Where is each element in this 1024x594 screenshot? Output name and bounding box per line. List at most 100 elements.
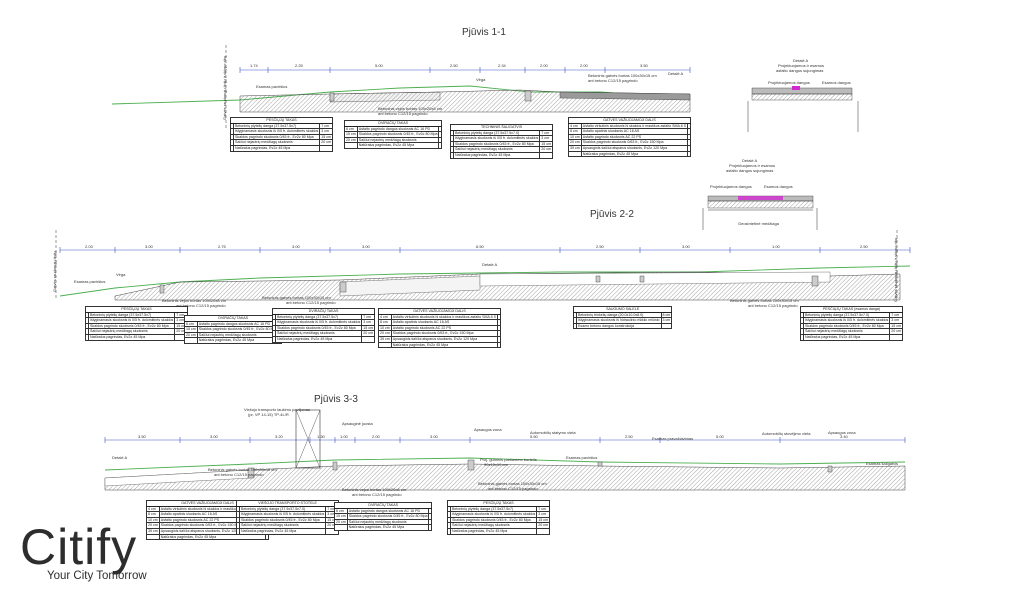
spec-table-cell: Asfalto pagrindo dangos sluoksnis AC 16 …	[196, 320, 280, 328]
spec-table-cell	[539, 152, 554, 159]
spec-table-row: Betoninių plytelių danga (37.5x37.5x7.0)…	[800, 311, 904, 319]
spec-table-cell: 20 cm	[184, 331, 198, 339]
spec-table-cell	[334, 524, 348, 531]
dim-label: 3.50	[640, 63, 648, 68]
spec-table-cell: 20 cm	[361, 330, 376, 337]
spec-table-cell: Skaldos pagrindo sluoksnis 0/45 fr., Ev2…	[87, 322, 176, 330]
spec-table-cell: 7 cm	[889, 311, 904, 319]
existing-ground-line	[104, 457, 906, 471]
s1-existing-surface-label: Esamas paviršius	[256, 84, 288, 89]
s3-parking-2-label: Automobilių stovėjimo vieta	[762, 431, 811, 436]
dim-label: 3.00	[292, 244, 300, 249]
spec-table-cell	[497, 330, 502, 337]
spec-table-cell: 15 cm	[184, 326, 198, 333]
spec-table-cell: Natūralus pagrindas, Ev2≥ 45 Mpa	[238, 528, 327, 535]
spec-table-cell: 20 cm	[378, 330, 392, 337]
curb-1	[159, 284, 165, 294]
section-3-3-title: Pjūvis 3-3	[314, 394, 358, 405]
spec-table-row: Natūralus pagrindas, Ev2≥ 45 Mpa	[85, 334, 189, 341]
road-surface	[479, 271, 831, 287]
spec-table-row: Skaldos pagrindo sluoksnis 0/45 fr., Ev2…	[800, 322, 904, 330]
logo-tagline: Your City Tomorrow	[47, 570, 147, 582]
road-asphalt-layer	[559, 91, 691, 101]
spec-table-title: PĖSČIŲJŲ TAKAS	[84, 306, 189, 313]
spec-table-cell: 15 cm	[889, 322, 904, 330]
detail1-title-1: Detalė A	[793, 58, 809, 63]
spec-table-cell: Asfalto viršutinis sluoksnis iš skaldos …	[390, 313, 499, 321]
spec-table-cell: Natūralus pagrindas, Ev2≥ 45 Mpa	[196, 337, 280, 344]
spec-table-cell: Skaldos pagrindo sluoksnis 0/45 fr., Ev2…	[802, 322, 891, 330]
s3-existing-surface-label: Esamas paviršius	[566, 455, 598, 460]
s1-curb-2b-label: ant betono C12/15 pagrindo	[378, 111, 428, 116]
dim-label: 5.00	[716, 434, 724, 439]
spec-table-row: Esamo betono dangos konstrukcija	[573, 322, 673, 330]
spec-table-cell: Asfalto pagrindo dangos sluoksnis AC 16 …	[356, 125, 440, 133]
spec-table-cell: Skaldos pagrindo sluoksnis 0/63 fr., Ev2…	[390, 330, 499, 337]
spec-table-cell: 20 cm	[334, 518, 348, 526]
dim-label: 3.20	[275, 434, 283, 439]
spec-table-cell: 20 cm	[319, 139, 334, 146]
spec-table-row: Išlyginamasis sluoksnis iš 0/5 fr. dolom…	[85, 317, 189, 324]
dim-label: 5.50	[530, 434, 538, 439]
spec-table-row: Išlyginamasis sluoksnis iš 0/5 fr. dolom…	[447, 511, 551, 518]
spec-table-cell	[889, 334, 904, 341]
dim-label: 5.00	[375, 63, 383, 68]
spec-table-cell	[146, 533, 160, 541]
spec-table-row: Betoninių plytelių danga (37.5x37.5x7)7 …	[447, 505, 551, 513]
spec-table-row: Išlyginamasis sluoksnis iš 0/5 fr. dolom…	[800, 317, 904, 324]
dim-label: 1.00	[340, 434, 348, 439]
spec-table-cell: Natūralus pagrindas, Ev2≥ 45 Mpa	[356, 142, 440, 149]
spec-table-cell: Natūralus pagrindas, Ev2≥ 45 Mpa	[802, 334, 891, 341]
curb-3	[467, 459, 475, 471]
spec-table-title: PĖSČIŲJŲ TAKAS (esamos danga)	[799, 306, 904, 313]
s3-protective-strip-label: Apsauginė juosta	[342, 421, 373, 426]
s2-vega-label: Vėga	[116, 272, 126, 277]
detail1-existing-label: Esamos dangos	[822, 80, 851, 85]
logo-name: Citify	[20, 519, 138, 575]
curb-1	[247, 467, 255, 479]
detail2-geotextile-label: Geosintetinė medžiaga	[738, 221, 779, 226]
spec-table-title: DVIRAČIŲ TAKAS	[333, 502, 433, 509]
spec-table-row: Natūralus pagrindas, Ev2≥ 45 Mpa	[447, 528, 551, 535]
spec-table-cell	[319, 145, 334, 152]
spec-table-cell: Šalčiui nejautrių medžiagų sluoksnis	[802, 328, 891, 335]
spec-table-cell	[378, 341, 392, 349]
layer-spec-table: PĖSČIŲJŲ TAKAS (esamos danga)Betoninių p…	[799, 306, 904, 341]
spec-table-cell	[265, 533, 270, 541]
dim-label: 1.00	[772, 244, 780, 249]
spec-table-cell: 20 cm	[344, 136, 358, 144]
s1-red-line-label: Gatvės raudonųjų linijų ir sklypo ribų	[222, 55, 227, 120]
curb-2	[332, 461, 338, 471]
dim-label: 3.00	[430, 434, 438, 439]
spec-table-cell: 15 cm	[539, 140, 554, 148]
spec-table-row: Natūralus pagrindas, Ev2≥ 45 Mpa	[378, 341, 502, 349]
s3-curb-3b-label: ant betono C12/15 pagrindo	[488, 486, 538, 491]
spec-table-cell: Betoninių plytelių danga (37.5x37.5x7)	[449, 505, 538, 513]
s2-curb-3-label: Betoninis gatvės bortas 100x30x15 cm	[730, 298, 799, 303]
spec-table-row: Natūralus pagrindas, Ev2≥ 45 Mpa	[146, 533, 270, 541]
dim-label: 3.50	[138, 434, 146, 439]
spec-table-cell: Išlyginamasis sluoksnis iš 0/5 fr. dolom…	[87, 317, 176, 324]
section-2-2-drawing	[55, 230, 911, 301]
spec-table-cell: Natūralus pagrindas, Ev2≥ 45 Mpa	[87, 334, 176, 341]
spec-table-cell: Išlyginamasis sluoksnis iš 0/5 fr. dolom…	[802, 317, 891, 324]
spec-table-cell: 7 cm	[536, 505, 551, 513]
spec-table-title: SAUGUMO SALELĖ	[572, 306, 673, 313]
spec-table-cell: Natūralus pagrindas, Ev2≥ 45 Mpa	[346, 524, 430, 531]
spec-table-title: GATVĖS VAŽIUOJAMOJI DALIS	[567, 117, 692, 124]
spec-table-cell	[361, 336, 376, 343]
pavement-structure	[104, 463, 906, 491]
spec-table-title: PĖSČIŲJŲ TAKAS	[446, 500, 551, 507]
s3-curb-1-label: Betoninis gatvės bortas 100x30x15 cm	[208, 467, 277, 472]
dim-label: 2.50	[596, 244, 604, 249]
s2-red-line-right: Gatvės raudonųjų linijų ir sklypo ribų	[893, 237, 898, 302]
spec-table-cell: Natūralus pagrindas, Ev2≥ 45 Mpa	[232, 145, 321, 152]
spec-table-cell: 39 cm	[146, 528, 160, 535]
spec-table-cell: Betoninių plytelių danga (37.5x37.5x7.0)	[802, 311, 891, 319]
dim-label: 2.50	[450, 63, 458, 68]
